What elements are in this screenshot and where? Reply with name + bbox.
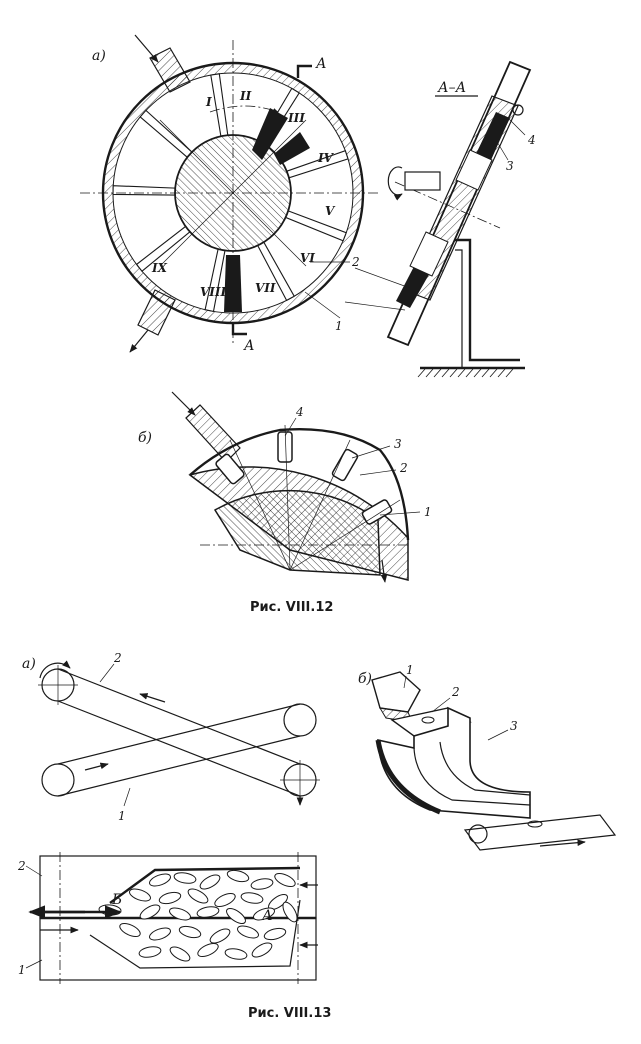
fig12-detail-b: б) 4 3 2 1 xyxy=(138,391,432,583)
filled-cell-iii xyxy=(252,108,288,160)
callout-1-plan: 1 xyxy=(18,963,26,977)
cell-label-iv: IV xyxy=(317,151,335,165)
grain xyxy=(263,927,287,941)
grain xyxy=(224,948,248,960)
grain xyxy=(237,925,259,939)
fig12-wheel-diagram: а) I II III IV V xyxy=(80,34,380,354)
grain xyxy=(138,946,162,958)
ground-hatch-line xyxy=(449,368,458,378)
callout-2-belts: 2 xyxy=(113,651,122,665)
grain xyxy=(199,874,221,890)
grain xyxy=(119,923,141,937)
callout-1-wheel: 1 xyxy=(335,319,343,333)
ground-hatch-line xyxy=(441,368,450,378)
fig13-panel-a-label: а) xyxy=(22,656,36,672)
section-mark-top: А xyxy=(315,56,327,72)
fig12-panel-a-label: а) xyxy=(92,48,106,64)
grain xyxy=(149,873,171,887)
grain xyxy=(149,927,171,941)
ground-hatch-line xyxy=(457,368,466,378)
cell-label-ix: IX xyxy=(151,261,168,275)
grain xyxy=(214,893,236,907)
ground-hatch-line xyxy=(473,368,482,378)
grain xyxy=(196,906,220,918)
grain xyxy=(129,888,151,902)
section-mark-bottom: А xyxy=(243,338,255,354)
grains xyxy=(98,869,298,962)
ground-hatch xyxy=(417,368,514,378)
point-a-label: А xyxy=(261,908,273,924)
wheel-spoke xyxy=(210,73,229,137)
grain xyxy=(197,943,219,957)
wheel-spoke xyxy=(204,248,226,313)
grain xyxy=(178,925,202,939)
grain xyxy=(251,942,273,958)
grain xyxy=(169,946,191,962)
filled-cell-viii xyxy=(224,255,242,312)
ground-hatch-line xyxy=(465,368,474,378)
wheel-spoke xyxy=(139,109,193,159)
fig12-section-aa: А–А 4 3 xyxy=(344,60,536,378)
section-title: А–А xyxy=(437,80,466,96)
ground-hatch-line xyxy=(497,368,506,378)
wheel-spoke xyxy=(112,185,176,196)
cell-label-i: I xyxy=(205,95,212,109)
callout-3-section: 3 xyxy=(506,159,514,173)
grain xyxy=(282,901,298,923)
fig13-plan-view: 2 1 Б А xyxy=(17,852,318,984)
grain xyxy=(169,907,191,921)
cell-label-v: V xyxy=(325,204,336,218)
grain xyxy=(226,907,246,925)
grain xyxy=(253,907,275,921)
callout-2-wheel: 2 xyxy=(351,255,360,269)
cell-label-ii: II xyxy=(239,89,252,103)
fig12-panel-b-label: б) xyxy=(138,430,152,446)
grain xyxy=(274,873,296,887)
filled-cell-iv xyxy=(274,132,310,165)
grain xyxy=(209,928,231,944)
callout-2-chute: 2 xyxy=(451,685,460,699)
point-b-label: Б xyxy=(111,892,122,908)
callout-2-detail: 2 xyxy=(399,461,408,475)
ground-hatch-line xyxy=(433,368,442,378)
cell-label-viii: VIII xyxy=(200,285,227,299)
ground-hatch-line xyxy=(417,368,426,378)
grain xyxy=(187,888,209,904)
cell-label-vi: VI xyxy=(300,251,315,265)
cell-label-iii: III xyxy=(287,111,305,125)
callout-1-belts: 1 xyxy=(118,809,126,823)
grain xyxy=(158,891,182,905)
fig13-caption: Рис. VIII.13 xyxy=(248,1006,331,1021)
grain xyxy=(139,904,161,920)
ground-hatch-line xyxy=(425,368,434,378)
callout-2-plan: 2 xyxy=(17,859,26,873)
callout-3-chute: 3 xyxy=(510,719,518,733)
ground-hatch-line xyxy=(481,368,490,378)
callout-1-detail: 1 xyxy=(424,505,432,519)
grain xyxy=(240,892,264,904)
ground-hatch-line xyxy=(489,368,498,378)
callout-3-detail: 3 xyxy=(394,437,402,451)
fig13-belts-diagram: а) 2 1 xyxy=(22,651,320,823)
grain xyxy=(226,869,250,883)
grain xyxy=(250,878,274,890)
wheel-spoke xyxy=(284,210,347,242)
cell-label-vii: VII xyxy=(255,281,276,295)
fig13-panel-b-label: б) xyxy=(358,671,372,687)
fig13-chute-diagram: б) 1 2 3 xyxy=(358,663,617,851)
fig12-caption: Рис. VIII.12 xyxy=(250,600,333,615)
callout-4-section: 4 xyxy=(527,133,536,147)
callout-4-detail: 4 xyxy=(295,405,304,419)
callout-1-chute: 1 xyxy=(406,663,414,677)
grain xyxy=(173,872,197,884)
ground-hatch-line xyxy=(505,368,514,378)
